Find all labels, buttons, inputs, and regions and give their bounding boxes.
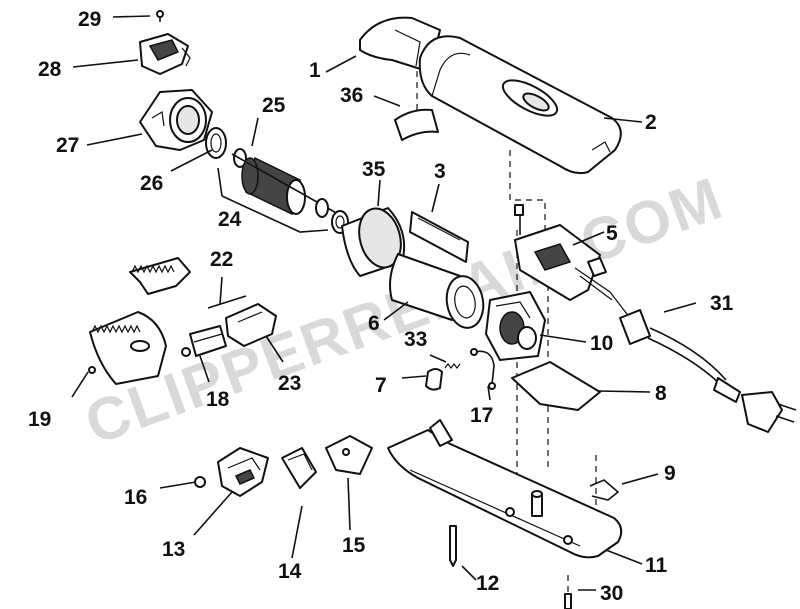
callout-35: 35 <box>362 158 386 181</box>
part-29-small-screw <box>156 10 164 22</box>
callout-6: 6 <box>368 312 380 335</box>
part-9-cord-clip <box>589 479 620 501</box>
callout-13: 13 <box>162 538 185 561</box>
part-10-motor-frame <box>485 291 546 361</box>
part-31-power-cord <box>619 309 797 433</box>
callout-36: 36 <box>340 84 363 107</box>
callout-31: 31 <box>710 292 734 315</box>
part-2-top-housing <box>418 35 622 175</box>
callout-2: 2 <box>645 111 657 134</box>
part-14-switch-actuator <box>281 447 317 489</box>
callout-8: 8 <box>655 382 667 405</box>
callout-1: 1 <box>309 59 321 82</box>
part-30-screw <box>564 593 572 609</box>
part-23-blade-yoke <box>225 303 277 347</box>
callout-numbers: 1 2 3 5 6 7 8 9 10 11 12 13 14 15 16 17 … <box>28 8 734 605</box>
callout-27: 27 <box>56 134 79 157</box>
callout-leader-lines <box>71 15 697 591</box>
part-22-pin <box>207 295 247 309</box>
callout-16: 16 <box>124 486 147 509</box>
part-28-brush-bracket <box>139 33 191 75</box>
callout-23: 23 <box>278 372 301 395</box>
part-12-housing-screw <box>449 525 457 567</box>
watermark: CLIPPERREPAIR.COM <box>77 164 732 457</box>
part-25-armature <box>231 148 341 218</box>
part-36-switch-shield <box>394 108 439 141</box>
callout-25: 25 <box>262 94 286 117</box>
callout-15: 15 <box>342 534 366 557</box>
part-27-motor-end-housing <box>139 89 213 151</box>
callout-11: 11 <box>645 554 668 577</box>
callout-26: 26 <box>140 172 163 195</box>
part-11-bottom-housing <box>387 419 623 559</box>
callout-12: 12 <box>476 572 499 595</box>
part-3-pole-plate <box>409 211 469 263</box>
part-22-top-blade <box>129 257 191 295</box>
callout-24: 24 <box>218 208 242 231</box>
part-5-switch-assembly <box>514 204 631 319</box>
callout-29: 29 <box>78 8 101 31</box>
part-8-insulator-sheet <box>511 361 601 411</box>
callout-10: 10 <box>590 332 613 355</box>
part-17-spring-clip <box>470 348 496 390</box>
part-6-field-coil <box>389 253 485 329</box>
callout-17: 17 <box>470 404 493 427</box>
part-13-switch-lever <box>217 447 269 497</box>
part-18-blade-guide <box>181 325 227 357</box>
callout-9: 9 <box>664 462 676 485</box>
callout-7: 7 <box>375 374 387 397</box>
part-19-bottom-blade <box>88 311 167 385</box>
part-7-switch-button <box>425 368 443 391</box>
callout-28: 28 <box>38 58 62 81</box>
callout-22: 22 <box>210 248 233 271</box>
callout-33: 33 <box>404 328 427 351</box>
callout-18: 18 <box>206 388 230 411</box>
part-35-field-sleeve <box>341 207 406 277</box>
part-16-screw <box>194 476 206 488</box>
callout-19: 19 <box>28 408 51 431</box>
part-26-bearing-ring <box>205 127 227 159</box>
callout-30: 30 <box>600 582 623 605</box>
callout-14: 14 <box>278 560 302 583</box>
part-15-switch-contact <box>325 435 373 475</box>
part-33-spring <box>444 363 461 369</box>
callout-5: 5 <box>606 222 618 245</box>
callout-3: 3 <box>434 160 446 183</box>
